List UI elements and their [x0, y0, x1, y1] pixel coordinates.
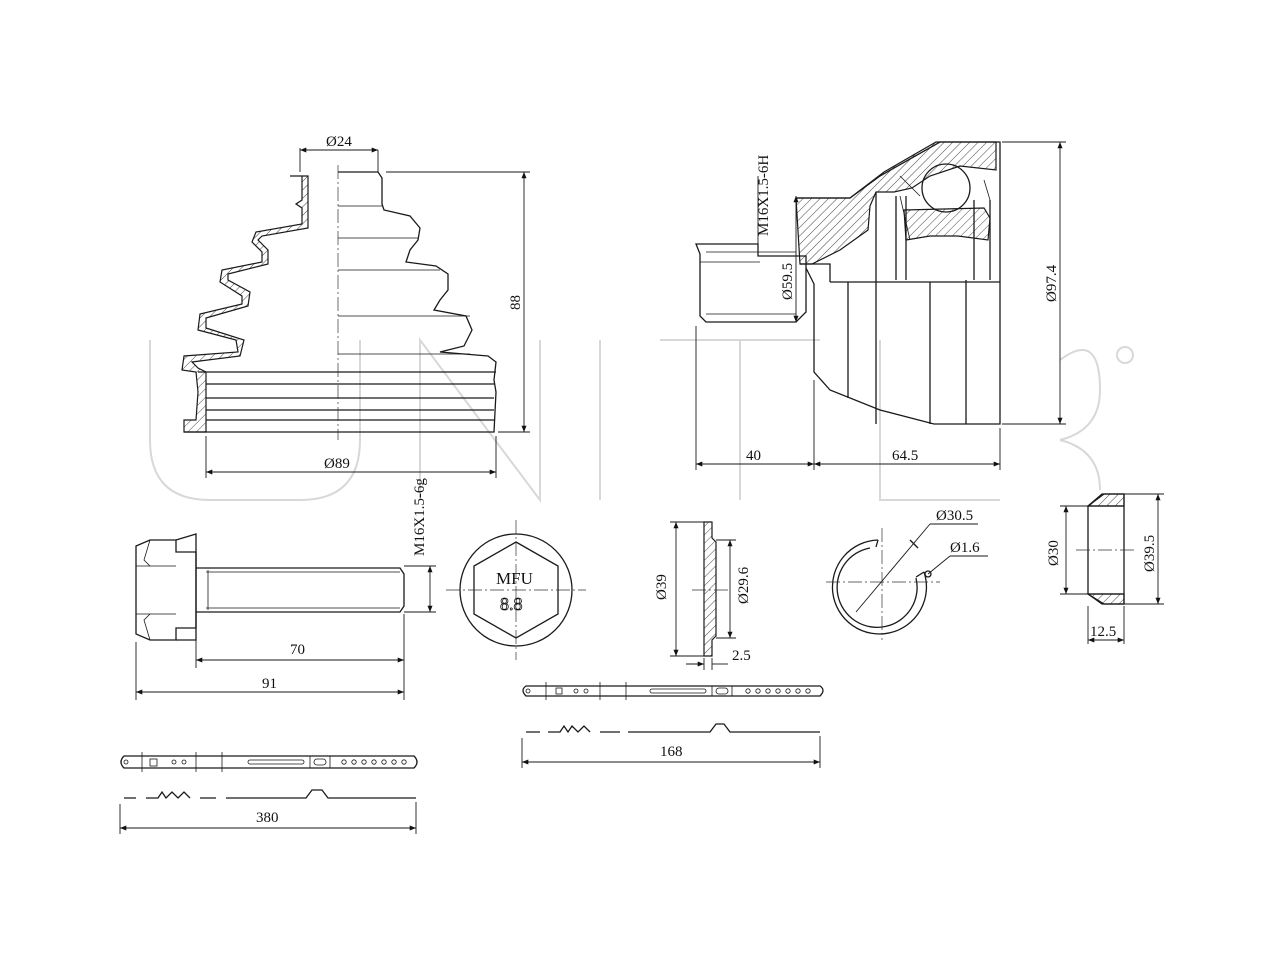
clamp-small-holes — [745, 688, 811, 694]
boot-large-dia-label: Ø89 — [324, 456, 350, 472]
ring-inner-label: Ø30 — [1046, 540, 1062, 566]
circlip-dia-label: Ø30.5 — [936, 508, 973, 524]
bolt-drawing: M16X1.5-6g 70 91 — [135, 478, 436, 700]
washer-drawing: Ø39 Ø29.6 2.5 — [654, 521, 752, 670]
boot-drawing: Ø24 88 Ø89 — [181, 134, 530, 478]
boot-height-label: 88 — [508, 295, 524, 310]
clamp-large-holes — [341, 759, 407, 765]
bolt-head-mark-bottom: 8.8 — [500, 594, 523, 614]
clamp-small-length-label: 168 — [660, 744, 683, 760]
bolt-head-mark-top: MFU — [496, 569, 533, 588]
boot-small-dia-label: Ø24 — [326, 134, 352, 150]
bolt-head-view: MFU 8.8 — [446, 520, 586, 660]
washer-outer-label: Ø39 — [654, 574, 670, 600]
clamp-large-drawing: 380 — [119, 752, 418, 834]
seal-dia-label: Ø59.5 — [780, 263, 796, 300]
washer-thick-label: 2.5 — [732, 648, 751, 664]
ring-outer-label: Ø39.5 — [1142, 535, 1158, 572]
outer-dia-label: Ø97.4 — [1044, 264, 1060, 302]
stub-length-label: 40 — [746, 448, 761, 464]
circlip-drawing: Ø30.5 Ø1.6 — [826, 508, 988, 640]
boot-wall-section — [181, 175, 309, 433]
ring-drawing: Ø30 Ø39.5 12.5 — [1046, 493, 1164, 644]
clamp-small-drawing: 168 — [521, 682, 824, 768]
bolt-shank-label: 70 — [290, 642, 305, 658]
body-length-label: 64.5 — [892, 448, 918, 464]
circlip-wire-label: Ø1.6 — [950, 540, 980, 556]
clamp-large-length-label: 380 — [256, 810, 279, 826]
bolt-thread-label: M16X1.5-6g — [412, 478, 428, 556]
joint-thread-label: M16X1.5-6H — [756, 155, 772, 236]
cv-joint-drawing: M16X1.5-6H Ø59.5 Ø97.4 40 64.5 — [695, 141, 1066, 470]
washer-inner-label: Ø29.6 — [736, 566, 752, 604]
bolt-total-label: 91 — [262, 676, 277, 692]
ring-width-label: 12.5 — [1090, 624, 1116, 640]
